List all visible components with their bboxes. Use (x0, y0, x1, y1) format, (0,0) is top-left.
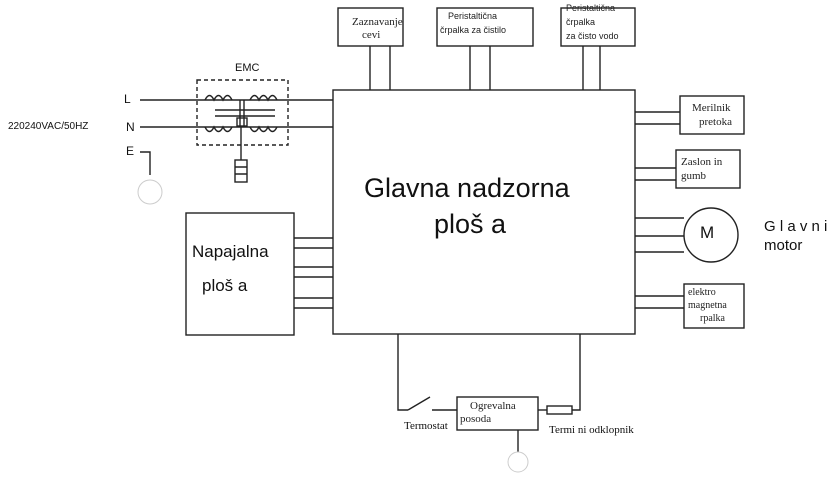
motor-circle (683, 207, 739, 263)
main-board-title-line2: ploš a (434, 209, 507, 239)
heater-box (456, 396, 539, 431)
display-box (675, 149, 741, 189)
pipe-detection-line2: cevi (362, 29, 381, 41)
cleaner-pump-line2: črpalka za čistilo (440, 25, 507, 35)
solenoid-line1: elektro (688, 287, 716, 298)
power-board-title-line2: ploš a (202, 276, 248, 295)
solenoid-line2: magnetna (688, 300, 727, 311)
thermal-cutout-label: Termi ni odklopnik (549, 424, 634, 436)
water-pump-box (560, 7, 636, 47)
display-line1: Zaslon in (681, 156, 723, 168)
cleaner-pump-line1: Peristaltična (448, 11, 498, 21)
solenoid-line3: rpalka (700, 313, 725, 324)
supply-e-label: E (126, 144, 135, 158)
main-board-box (332, 89, 636, 335)
pipe-detection-line1: Zaznavanje (352, 16, 403, 28)
supply-voltage-label: 220240VAC/50HZ (8, 121, 89, 132)
cleaner-pump-box (436, 7, 534, 47)
water-pump-line1: Peristaltična (566, 3, 616, 13)
emc-label: EMC (235, 62, 260, 74)
heater-line2: posoda (460, 413, 492, 425)
power-board-title-line1: Napajalna (192, 242, 269, 261)
main-board-title-line1: Glavna nadzorna (364, 173, 570, 203)
water-pump-line3: za čisto vodo (566, 31, 619, 41)
power-board-box (185, 212, 295, 336)
flow-meter-box (679, 95, 745, 135)
water-pump-line2: črpalka (566, 17, 596, 27)
solenoid-box (683, 283, 745, 329)
thermostat-label: Termostat (404, 420, 448, 432)
motor-label-line2: motor (764, 237, 803, 254)
display-line2: gumb (681, 170, 707, 182)
motor-label-line1: G l a v n i (764, 218, 828, 235)
supply-l-label: L (124, 92, 131, 106)
flow-meter-line1: Merilnik (692, 102, 731, 114)
motor-symbol: M (700, 223, 715, 242)
supply-n-label: N (126, 120, 135, 134)
heater-line1: Ogrevalna (470, 400, 516, 412)
flow-meter-line2: pretoka (699, 116, 732, 128)
emc-box (196, 79, 289, 146)
